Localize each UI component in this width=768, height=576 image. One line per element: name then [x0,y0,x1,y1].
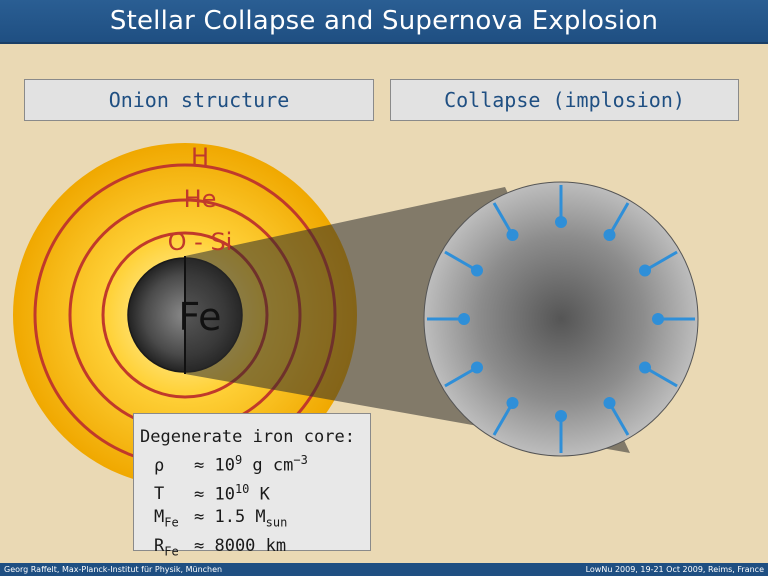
t-symbol: T [154,484,165,505]
m-value: ≈ 1.5 M [194,507,266,528]
inward-arrow-icon [492,402,514,436]
shell-label-he: He [184,185,217,213]
mass-line: MFe ≈ 1.5 Msun [140,506,370,534]
inward-arrow-icon [608,202,630,236]
inward-arrow-icon [644,250,678,272]
m-value-sub: sun [265,515,288,530]
arrow-head-dot [603,228,616,241]
footer-right: LowNu 2009, 19-21 Oct 2009, Reims, Franc… [585,565,764,574]
rho-unit-exp: −3 [293,453,308,467]
onion-structure-label: Onion structure [24,79,374,121]
arrow-head-dot [639,264,652,277]
collapsing-core [423,181,699,457]
t-unit: K [249,484,270,505]
footer-left: Georg Raffelt, Max-Planck-Institut für P… [4,565,223,574]
inward-arrow-icon [444,250,478,272]
arrow-head-dot [603,397,616,410]
arrow-head-dot [470,361,483,374]
core-label-fe: Fe [178,295,221,339]
arrow-head-dot [470,264,483,277]
radius-line: RFe ≈ 8000 km [140,535,370,563]
core-info-box: Degenerate iron core: ρ≈ 109 g cm−3 T≈ 1… [133,413,371,558]
onion-structure-label-text: Onion structure [108,88,290,112]
rho-symbol: ρ [154,455,165,476]
m-symbol: M [154,507,165,528]
r-symbol: R [154,535,165,556]
t-exp: 10 [234,481,250,496]
inward-arrow-icon [608,402,630,436]
arrow-head-dot [639,361,652,374]
density-line: ρ ≈ 109 g cm−3 [140,449,370,478]
arrow-head-dot [555,216,567,228]
inward-arrow-icon [644,366,678,388]
arrow-head-dot [652,313,664,325]
t-approx: ≈ 10 [194,484,235,505]
arrow-head-dot [458,313,470,325]
shell-label-h: H [191,143,209,171]
temperature-line: T ≈ 1010 K [140,478,370,507]
core-info-heading: Degenerate iron core: [140,427,355,447]
footer-bar: Georg Raffelt, Max-Planck-Institut für P… [0,563,768,576]
rho-unit: g cm [242,455,294,476]
r-value: ≈ 8000 km [194,535,287,556]
m-sub: Fe [164,515,179,530]
arrow-head-dot [506,397,519,410]
arrow-head-dot [555,410,567,422]
shell-label-osi: O - Si [168,228,233,256]
inward-arrow-icon [444,366,478,388]
r-sub: Fe [164,544,179,559]
arrow-head-dot [506,228,519,241]
slide-title: Stellar Collapse and Supernova Explosion [109,6,659,36]
inward-arrow-icon [492,202,514,236]
collapse-label-text: Collapse (implosion) [444,88,685,112]
rho-approx: ≈ 10 [194,455,235,476]
rho-exp: 9 [234,453,243,467]
collapse-label: Collapse (implosion) [390,79,739,121]
title-bar: Stellar Collapse and Supernova Explosion [0,0,768,44]
